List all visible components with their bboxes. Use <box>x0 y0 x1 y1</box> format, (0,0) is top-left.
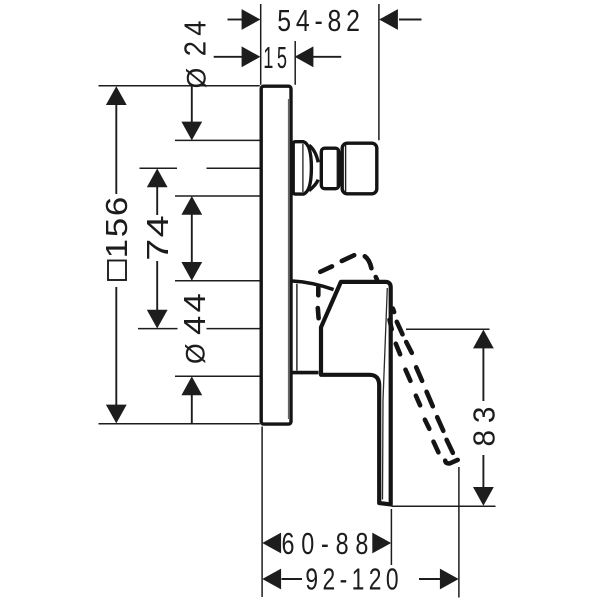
svg-text:156: 156 <box>99 195 134 258</box>
svg-text:74: 74 <box>140 214 175 261</box>
svg-text:60-88: 60-88 <box>282 526 376 561</box>
svg-text:Ø: Ø <box>181 65 211 89</box>
svg-text:Ø: Ø <box>181 340 211 364</box>
svg-text:54-82: 54-82 <box>277 3 365 38</box>
svg-text:44: 44 <box>177 290 212 335</box>
svg-text:24: 24 <box>178 15 213 56</box>
svg-text:15: 15 <box>263 40 290 75</box>
svg-text:83: 83 <box>467 400 502 447</box>
svg-text:92-120: 92-120 <box>305 561 403 596</box>
